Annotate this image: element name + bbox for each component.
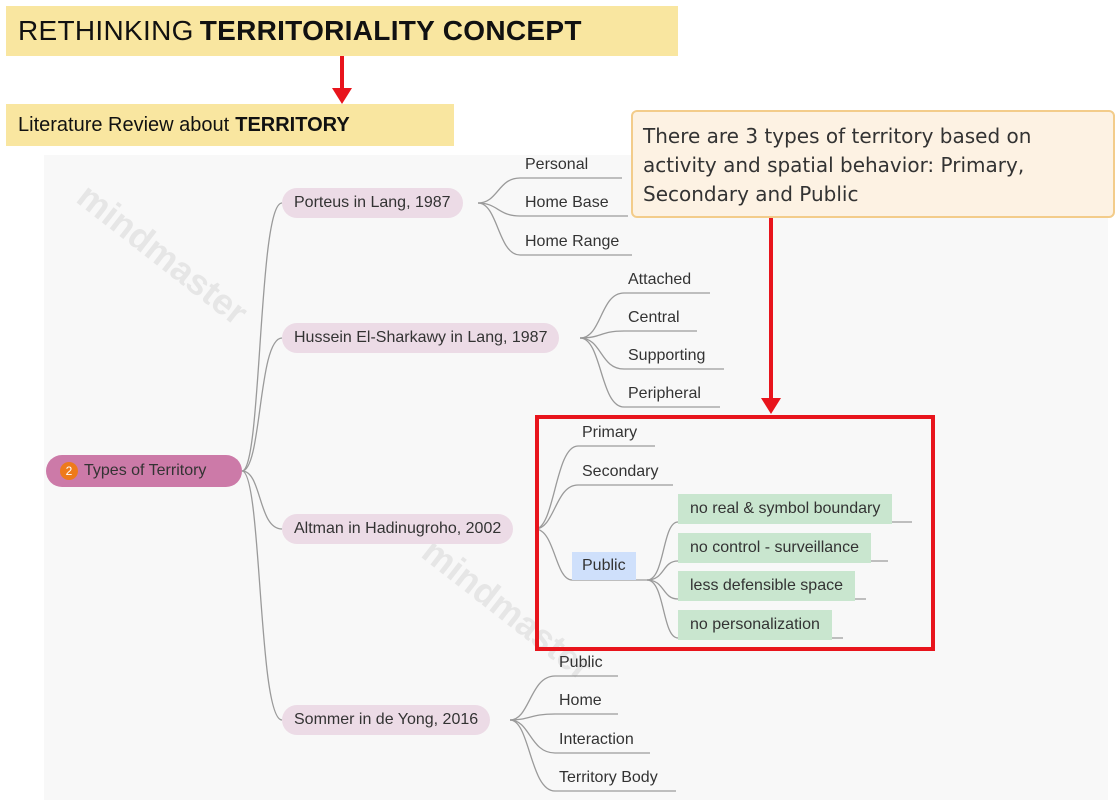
leaf-attached[interactable]: Attached (628, 271, 692, 288)
leaf-home-base[interactable]: Home Base (525, 194, 609, 211)
subtitle-prefix: Literature Review about (18, 113, 230, 136)
arrow-down-icon (761, 398, 781, 414)
leaf-primary[interactable]: Primary (582, 424, 638, 441)
leaf-home[interactable]: Home (559, 692, 602, 709)
title-banner: RETHINKING TERRITORIALITY CONCEPT (6, 6, 678, 56)
subtitle-banner: Literature Review about TERRITORY (6, 104, 454, 146)
public-characteristic[interactable]: no control - surveillance (678, 533, 871, 563)
title-prefix: RETHINKING (18, 15, 194, 46)
callout-note: There are 3 types of territory based on … (631, 110, 1115, 218)
branch-porteus[interactable]: Porteus in Lang, 1987 (282, 188, 463, 218)
branch-altman[interactable]: Altman in Hadinugroho, 2002 (282, 514, 514, 544)
arrow-down-icon (332, 88, 352, 104)
leaf-home-range[interactable]: Home Range (525, 233, 620, 250)
leaf-interaction[interactable]: Interaction (559, 731, 634, 748)
title-emphasis: TERRITORIALITY CONCEPT (199, 15, 582, 46)
badge-count: 2 (60, 462, 78, 480)
leaf-territory-body[interactable]: Territory Body (559, 769, 658, 786)
public-characteristic[interactable]: no real & symbol boundary (678, 494, 893, 524)
root-node[interactable]: 2 Types of Territory (46, 455, 242, 487)
root-label: Types of Territory (84, 462, 207, 479)
highlight-frame (535, 415, 935, 651)
leaf-secondary[interactable]: Secondary (582, 463, 659, 480)
leaf-public[interactable]: Public (572, 552, 636, 580)
leaf-peripheral[interactable]: Peripheral (628, 385, 701, 402)
branch-hussein[interactable]: Hussein El-Sharkawy in Lang, 1987 (282, 323, 560, 353)
public-characteristic[interactable]: no personalization (678, 610, 832, 640)
leaf-personal[interactable]: Personal (525, 156, 589, 173)
leaf-central[interactable]: Central (628, 309, 680, 326)
branch-sommer[interactable]: Sommer in de Yong, 2016 (282, 705, 491, 735)
subtitle-emphasis: TERRITORY (235, 113, 350, 136)
leaf-sommer-public[interactable]: Public (559, 654, 603, 671)
leaf-supporting[interactable]: Supporting (628, 347, 706, 364)
public-characteristic[interactable]: less defensible space (678, 571, 855, 601)
